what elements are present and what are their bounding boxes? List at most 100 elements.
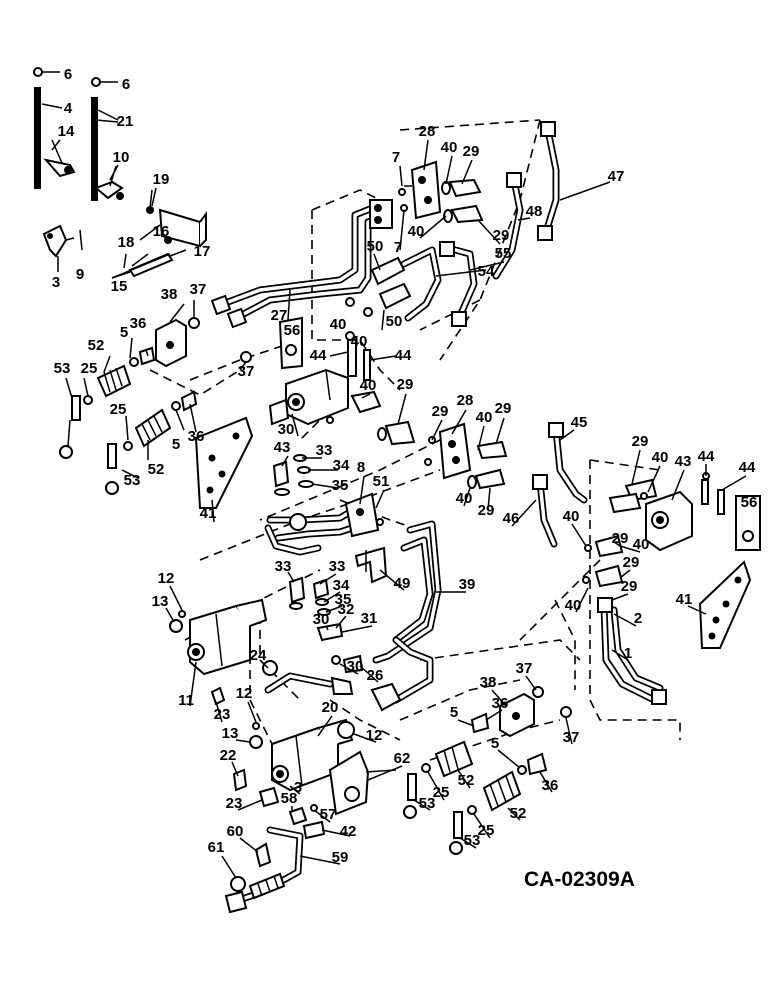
callout-c-25a: 25 [81,360,98,377]
callout-c-27: 27 [271,307,288,324]
valve-body-3-lower [271,718,355,792]
callout-c-52d: 52 [510,805,527,822]
decal-56-upper [278,316,303,370]
callout-c-52b: 52 [148,461,165,478]
callout-c-29f: 29 [478,502,495,519]
tube-24 [262,660,354,695]
callout-c-55: 55 [495,245,512,262]
callout-c-2: 2 [634,610,642,627]
callout-c-49: 49 [394,575,411,592]
callout-c-54: 54 [478,263,495,280]
callout-c-43a: 43 [274,439,291,456]
callout-c-40i: 40 [563,508,580,525]
callout-c-37a: 37 [190,281,207,298]
couplers-50 [345,256,412,317]
bracket-62 [328,750,397,816]
callout-c-45: 45 [571,414,588,431]
plug-33-34-35-upper [272,454,314,496]
callout-c-1: 1 [624,645,632,662]
callout-c-21: 21 [117,113,134,130]
callout-c-3b: 3 [294,779,302,796]
callout-c-40j: 40 [633,536,650,553]
valve-body-11 [169,598,268,676]
callout-c-14: 14 [58,123,75,140]
callout-c-53d: 53 [464,832,481,849]
valve-body-upper [268,331,382,426]
tube-assembly-8-51 [264,492,384,556]
callout-c-4: 4 [64,100,73,117]
callout-c-33a: 33 [316,442,333,459]
callout-c-40d: 40 [351,333,368,350]
callout-c-37b: 37 [238,363,255,380]
callout-c-48: 48 [526,203,543,220]
callout-c-47: 47 [608,168,625,185]
callout-c-46: 46 [503,510,520,527]
callout-c-36a: 36 [130,315,147,332]
callout-c-8: 8 [357,459,365,476]
small-parts-22-23 [210,686,280,808]
leader-lines [41,103,747,879]
tube-54-55 [400,241,478,327]
fittings-29-right [582,534,624,588]
callout-c-5b: 5 [172,436,180,453]
callout-c-43b: 43 [675,453,692,470]
callout-c-11: 11 [178,692,194,709]
callout-c-12c: 12 [366,727,383,744]
callout-c-29g: 29 [632,433,649,450]
callout-c-60: 60 [227,823,244,840]
callout-c-30b: 30 [313,611,330,628]
callout-c-25b: 25 [110,401,127,418]
callout-c-7b: 7 [394,239,402,256]
callout-c-12a: 12 [158,570,175,587]
elbow-fittings-29-mid [326,416,416,446]
callout-c-56a: 56 [284,322,301,339]
mount-plate-41-left [194,416,254,509]
callout-c-29h: 29 [612,530,629,547]
callout-c-10: 10 [113,149,130,166]
callout-c-36c: 36 [492,695,509,712]
bracket-49 [354,546,388,584]
coupler-assembly-52-lower [105,390,198,495]
callout-c-29c: 29 [397,376,414,393]
callout-c-38a: 38 [161,286,178,303]
callout-c-51: 51 [373,473,390,490]
callout-c-44b: 44 [395,347,412,364]
callout-c-28b: 28 [457,392,474,409]
callout-c-36d: 36 [542,777,559,794]
tube-45-46 [532,422,588,548]
decal-56-right [735,495,761,551]
callout-c-52c: 52 [458,772,475,789]
callout-c-29a: 29 [463,143,480,160]
callout-c-29b: 29 [493,227,510,244]
lever-bracket-18 [139,189,207,248]
callout-c-40c: 40 [330,316,347,333]
callout-c-5a: 5 [120,324,128,341]
callout-c-20: 20 [322,699,339,716]
callout-c-32: 32 [338,601,355,618]
control-rod-21 [91,77,124,201]
fittings-57-58-42 [288,804,326,840]
coupler-assembly-52-d [449,752,548,855]
elbow-fittings-29-upper [441,178,484,224]
callout-c-50b: 50 [386,313,403,330]
callout-c-40g: 40 [456,490,473,507]
callout-c-28a: 28 [419,123,436,140]
callout-c-18: 18 [118,234,135,251]
callout-c-36b: 36 [188,428,205,445]
callout-c-40h: 40 [652,449,669,466]
callout-c-7a: 7 [392,149,400,166]
callout-c-23b: 23 [226,795,243,812]
callout-c-3: 3 [52,274,60,291]
tube-assembly-39 [370,520,442,712]
callout-c-50a: 50 [367,238,384,255]
callout-c-6b: 6 [122,76,130,93]
tube-bundle-27 [210,199,393,329]
callout-c-5c: 5 [450,704,458,721]
callout-c-29j: 29 [621,578,638,595]
callout-c-37c: 37 [516,660,533,677]
callout-c-13b: 13 [222,725,239,742]
callout-c-34a: 34 [333,457,350,474]
callout-c-59: 59 [332,849,349,866]
callout-c-40k: 40 [565,597,582,614]
